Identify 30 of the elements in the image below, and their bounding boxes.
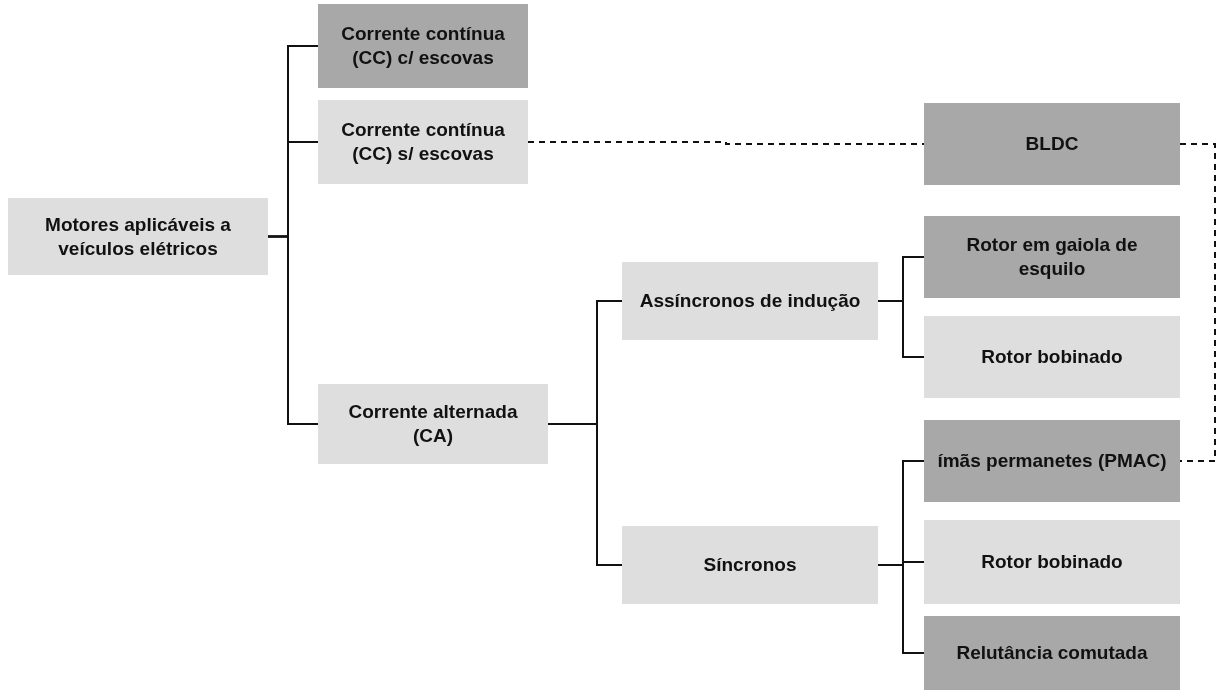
- category-box: [924, 316, 1180, 398]
- box-label: Relutância comutada: [956, 641, 1148, 665]
- category-box: [318, 384, 548, 464]
- category-box: [318, 4, 528, 88]
- category-box: [8, 198, 268, 275]
- category-box: [622, 526, 878, 604]
- connector-line: [877, 300, 925, 358]
- category-box: [924, 216, 1180, 298]
- category-box: [924, 616, 1180, 690]
- connector-line: [877, 564, 925, 654]
- box-label: Rotor em gaiola de esquilo: [965, 233, 1139, 281]
- box-label: Assíncronos de indução: [639, 289, 861, 313]
- box-label: Síncronos: [703, 553, 797, 577]
- category-box: [924, 103, 1180, 185]
- box-label: Corrente contínua (CC) s/ escovas: [340, 118, 506, 166]
- box-label: Rotor bobinado: [981, 345, 1123, 369]
- dashed-connector: [527, 141, 925, 145]
- box-label: Corrente alternada (CA): [347, 400, 519, 448]
- box-label: BLDC: [1025, 132, 1079, 156]
- box-label: Rotor bobinado: [981, 550, 1123, 574]
- connector-line: [267, 235, 319, 425]
- category-box: [622, 262, 878, 340]
- category-box: [318, 100, 528, 184]
- connector-line: [547, 423, 623, 566]
- category-box: [924, 420, 1180, 502]
- box-label: Corrente contínua (CC) c/ escovas: [340, 22, 506, 70]
- category-box: [924, 520, 1180, 604]
- dashed-connector: [1179, 143, 1216, 462]
- box-label: ímãs permanetes (PMAC): [937, 449, 1167, 473]
- box-label: Motores aplicáveis a veículos elétricos: [44, 212, 232, 261]
